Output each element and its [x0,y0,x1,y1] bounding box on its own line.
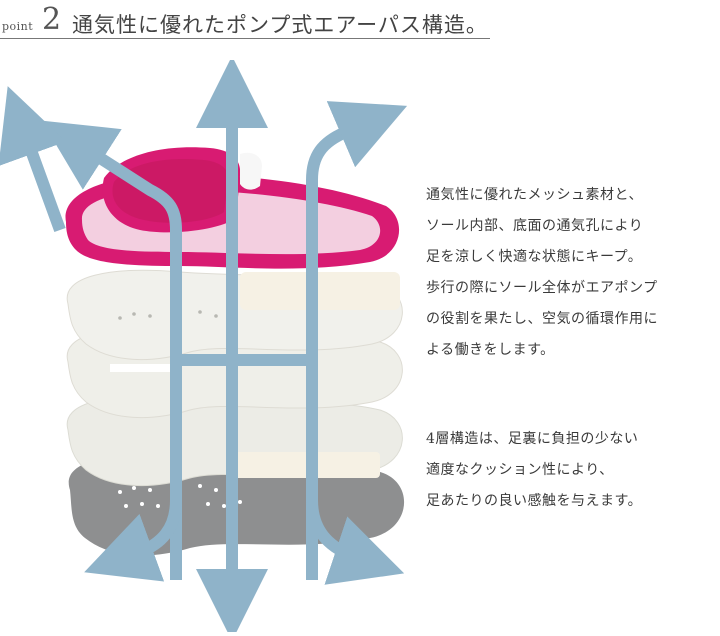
page-title: 通気性に優れたポンプ式エアーパス構造。 [72,13,488,37]
title-underline [0,38,490,39]
point-number: 2 [42,2,62,37]
description-line: 4層構造は、足裏に負担の少ない [426,431,639,447]
description-line: 足を涼しく快適な状態にキープ。 [426,249,643,265]
description-paragraph-1: 通気性に優れたメッシュ素材と、 ソール内部、底面の通気孔により 足を涼しく快適な… [426,180,716,366]
description-line: 適度なクッション性により、 [426,462,614,478]
description-line: 通気性に優れたメッシュ素材と、 [426,187,643,203]
description-line: の役割を果たし、空気の循環作用に [426,311,658,327]
description-paragraph-2: 4層構造は、足裏に負担の少ない 適度なクッション性により、 足あたりの良い感触を… [426,424,716,517]
header: point 2 通気性に優れたポンプ式エアーパス構造。 [0,0,720,48]
layer-diagram-svg [0,56,408,636]
description-line: よる働きをします。 [426,342,555,358]
airflow-diagram [0,56,420,636]
description-line: ソール内部、底面の通気孔により [426,218,644,234]
description-line: 歩行の際にソール全体がエアポンプ [426,280,658,296]
point-label: point [2,20,34,33]
airflow-arrow-icon [0,56,408,636]
description-line: 足あたりの良い感触を与えます。 [426,493,643,509]
